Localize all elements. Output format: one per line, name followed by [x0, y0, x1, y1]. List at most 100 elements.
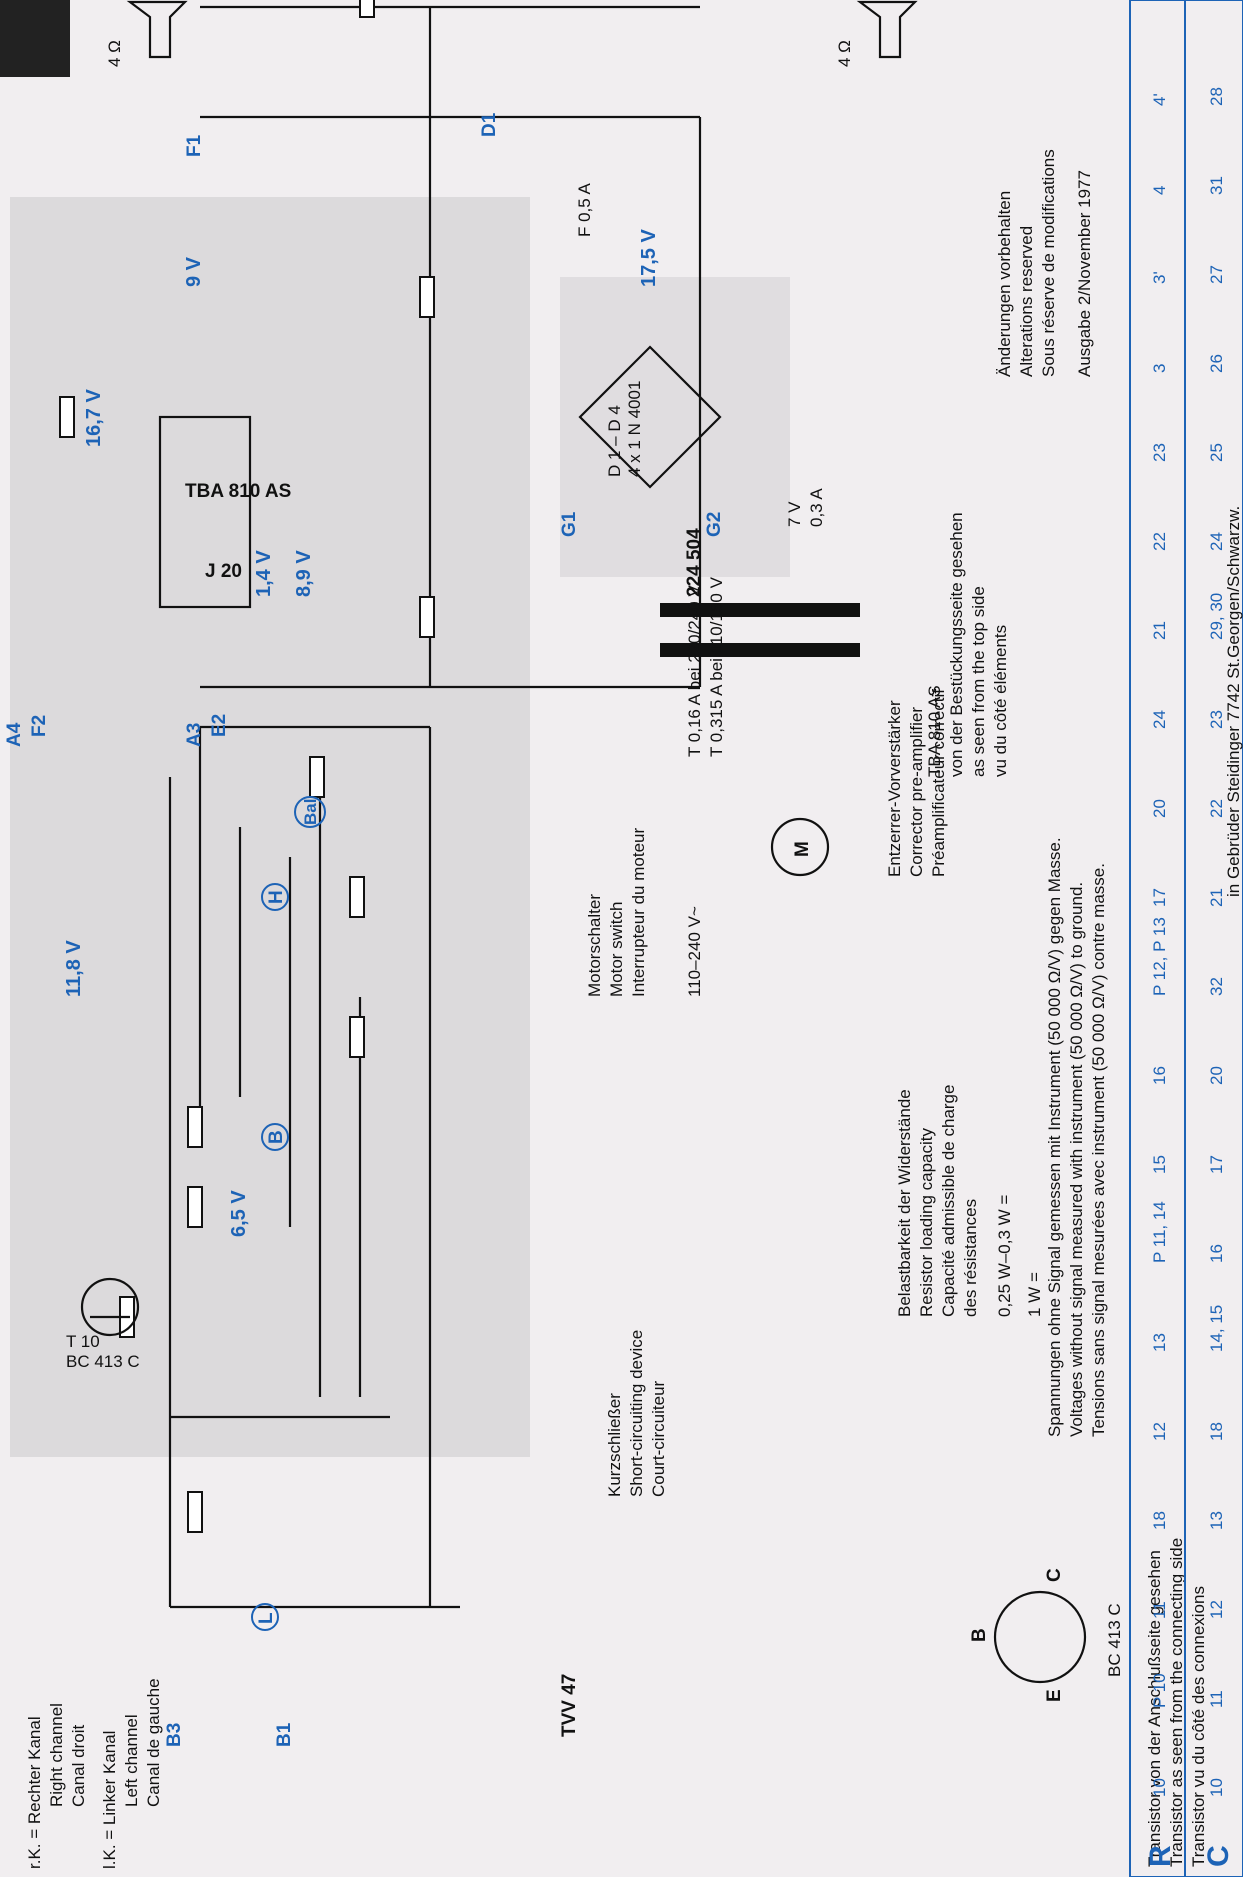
- tp-b1: B1: [274, 1722, 295, 1747]
- svg-text:C: C: [1044, 1568, 1065, 1582]
- svg-text:T 0,16 A bei 220/240 V: T 0,16 A bei 220/240 V: [685, 585, 704, 757]
- table-cell: P 12, P 13: [1150, 917, 1169, 996]
- preamp-wiring: [168, 5, 702, 1609]
- svg-text:Transistor von der Anschlußsei: Transistor von der Anschlußseite gesehen: [1145, 1550, 1164, 1867]
- knob-l: L: [256, 1612, 277, 1624]
- table-cell: 18: [1207, 1422, 1226, 1441]
- voltage-1-4: 1,4 V: [253, 550, 275, 597]
- svg-text:Motor switch: Motor switch: [607, 902, 626, 997]
- knob-b: B: [266, 1130, 287, 1144]
- voltage-6-5: 6,5 V: [228, 1190, 250, 1237]
- table-cell: 11: [1150, 1601, 1169, 1619]
- motor-switch-label: Motorschalter Motor switch Interrupteur …: [585, 828, 704, 997]
- svg-text:Kurzschließer: Kurzschließer: [605, 1393, 624, 1497]
- tp-a4: A4: [4, 722, 25, 747]
- rectifier-label: D 1 – D 4: [605, 405, 624, 477]
- tp-a3: A3: [184, 723, 205, 747]
- tp-g2: G2: [704, 512, 725, 537]
- table-cell: 27: [1207, 265, 1226, 284]
- table-cell: 10: [1150, 1778, 1169, 1797]
- table-cell: 28: [1207, 87, 1226, 106]
- tp-f2: F2: [29, 715, 50, 737]
- svg-text:0,25 W–0,3 W =: 0,25 W–0,3 W =: [995, 1195, 1014, 1317]
- preamp-label: Entzerrer-Vorverstärker Corrector pre-am…: [885, 689, 948, 877]
- table-cell: 20: [1207, 1066, 1226, 1085]
- table-cell: 3: [1150, 364, 1169, 373]
- table-cell: 21: [1150, 621, 1169, 640]
- speaker-right: 4 Ω: [105, 0, 188, 67]
- table-cell: 26: [1207, 354, 1226, 373]
- resistor-r4: [359, 0, 375, 18]
- table-cell: 13: [1207, 1511, 1226, 1530]
- svg-text:Tensions sans signal mesurées: Tensions sans signal mesurées avec instr…: [1089, 863, 1108, 1437]
- legend-right-channel: r.K. = Rechter Kanal: [25, 1716, 44, 1869]
- ic-ref: J 20: [205, 561, 242, 582]
- legend-left-channel-fr: Canal de gauche: [144, 1678, 163, 1807]
- table-cell: 4: [1150, 186, 1169, 195]
- svg-text:BC 413 C: BC 413 C: [1105, 1603, 1124, 1677]
- table-cell: 22: [1207, 799, 1226, 818]
- table-cell: 3': [1150, 271, 1169, 284]
- table-cell: 12: [1150, 1422, 1169, 1441]
- svg-text:Alterations reserved: Alterations reserved: [1017, 226, 1036, 377]
- transistor-note: Transistor von der Anschlußseite gesehen…: [1145, 1538, 1208, 1867]
- speaker-left-ohm: 4 Ω: [835, 40, 854, 67]
- resistor-r12: [187, 1186, 203, 1228]
- table-cell: P 11, 14: [1150, 1201, 1169, 1263]
- svg-text:Ausgabe 2/November 1977: Ausgabe 2/November 1977: [1075, 170, 1094, 377]
- svg-text:T 10: T 10: [66, 1332, 100, 1351]
- voltage-16-7: 16,7 V: [83, 389, 105, 447]
- legend-left-channel: l.K. = Linker Kanal: [100, 1731, 119, 1869]
- svg-text:Capacité admissible de charge: Capacité admissible de charge: [939, 1085, 958, 1317]
- resistor-load-note: Belastbarkeit der Widerstände Resistor l…: [895, 1085, 1044, 1317]
- resistor-r20: [419, 596, 435, 638]
- svg-text:Corrector pre-amplifier: Corrector pre-amplifier: [907, 707, 926, 877]
- test-points: A4 F2 A3 E2 F1 D1 B3 B1 G1 G2: [4, 112, 725, 1747]
- ic-name: TBA 810 AS: [185, 481, 291, 502]
- tp-g1: G1: [559, 511, 580, 537]
- table-cell: 25: [1207, 443, 1226, 462]
- lamp-label: 7 V 0,3 A: [785, 488, 826, 527]
- transformer: 224 504: [660, 528, 860, 657]
- table-row-r: R: [1144, 1845, 1177, 1867]
- transistor-t10: T 10 BC 413 C: [66, 1277, 140, 1371]
- knob-h: H: [266, 890, 287, 904]
- tp-f1: F1: [184, 134, 205, 157]
- resistor-r23: [419, 276, 435, 318]
- table-cell: 23: [1150, 443, 1169, 462]
- voltage-8-9: 8,9 V: [293, 550, 315, 597]
- legend-right-channel-en: Right channel: [47, 1703, 66, 1807]
- channel-legend: r.K. = Rechter Kanal Right channel Canal…: [25, 1678, 163, 1869]
- svg-text:des résistances: des résistances: [961, 1199, 980, 1317]
- amplifier-shaded-area: [10, 197, 530, 1457]
- voltage-17-5: 17,5 V: [638, 229, 660, 287]
- svg-text:E: E: [1044, 1689, 1065, 1702]
- table-cell: 15: [1150, 1155, 1169, 1174]
- svg-text:T 0,315 A bei 110/150 V: T 0,315 A bei 110/150 V: [707, 576, 726, 757]
- table-row-c: C: [1202, 1845, 1235, 1867]
- legend-left-channel-en: Left channel: [122, 1714, 141, 1807]
- tp-b3: B3: [164, 1723, 185, 1747]
- table-cell: 14, 15: [1207, 1305, 1226, 1352]
- svg-text:von der Bestückungsseite geseh: von der Bestückungsseite gesehen: [947, 512, 966, 777]
- svg-text:Transistor as seen from the co: Transistor as seen from the connecting s…: [1167, 1538, 1186, 1867]
- fuse-labels: T 0,16 A bei 220/240 V T 0,315 A bei 110…: [575, 182, 726, 757]
- transistor-pinout: E B C BC 413 C: [969, 1568, 1124, 1702]
- speaker-right-ohm: 4 Ω: [105, 40, 124, 67]
- svg-text:Short-circuiting device: Short-circuiting device: [627, 1330, 646, 1497]
- svg-text:Änderungen vorbehalten: Änderungen vorbehalten: [995, 191, 1014, 377]
- modifications-note: Änderungen vorbehalten Alterations reser…: [995, 149, 1094, 377]
- motor: M: [770, 817, 830, 877]
- transformer-number: 224 504: [684, 528, 705, 597]
- svg-text:BC 413 C: BC 413 C: [66, 1352, 140, 1371]
- tp-e2: E2: [209, 714, 230, 737]
- resistor-r15: [349, 876, 365, 918]
- tvv-label: TVV 47: [559, 1674, 580, 1737]
- svg-text:7 V: 7 V: [785, 501, 804, 527]
- rectifier-bridge: D 1 – D 4 4 x 1 N 4001: [578, 345, 722, 489]
- table-cell: 16: [1150, 1066, 1169, 1085]
- table-cell: 12: [1207, 1600, 1226, 1619]
- footer-text: in Gebrüder Steidinger 7742 St.Georgen/S…: [1224, 506, 1243, 897]
